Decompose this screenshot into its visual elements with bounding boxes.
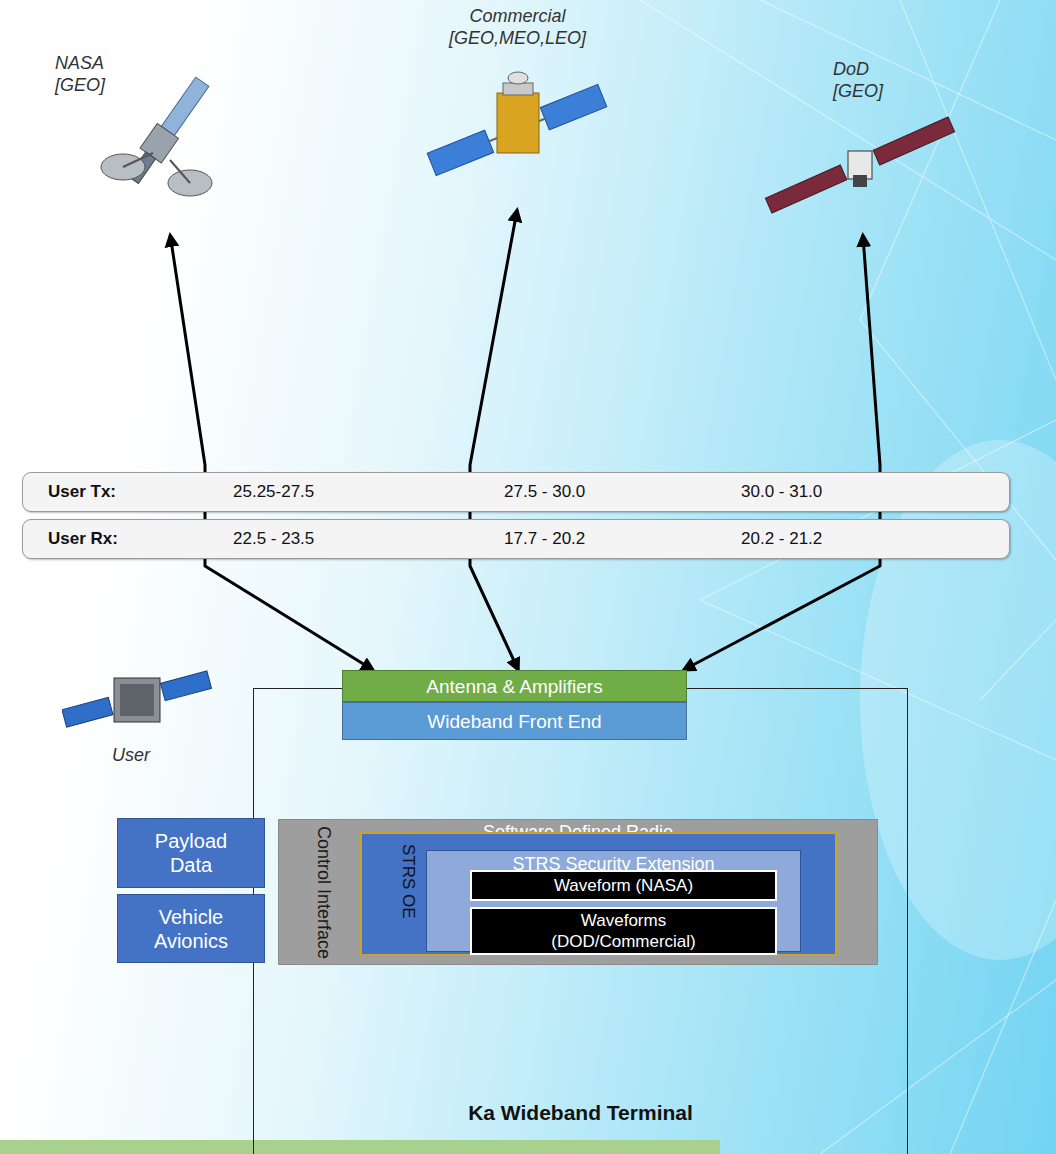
footer-bar [0,1140,720,1154]
node-text: Waveforms (DOD/Commercial) [524,910,724,952]
link-arrow [470,210,518,670]
nasa-satellite-illustration [95,75,235,200]
satellite-node: NASA [GEO] [55,50,235,235]
node-text: Commercial [GEO,MEO,LEO] [430,5,605,49]
part-label: User [112,745,150,766]
user-satellite-illustration [62,660,212,740]
node-text: 22.5 - 23.5 [233,529,314,549]
node-text: 17.7 - 20.2 [504,529,585,549]
node-text: 27.5 - 30.0 [504,482,585,502]
link-arrow [170,235,373,670]
node-text: Antenna & Amplifiers [426,675,602,698]
terminal-housing: Ka Wideband TerminalAntenna & Amplifiers… [253,688,908,1154]
waveform-box: Waveform (NASA) [470,870,777,901]
antenna-box: Antenna & Amplifiers [342,670,687,702]
frequency-band: User Tx: 25.25-27.5 27.5 - 30.0 30.0 - 31.0 [22,472,1010,512]
node-text: Payload Data [131,829,251,877]
node-text: STRS OE [398,844,418,919]
satellite-node: Commercial [GEO,MEO,LEO] [410,5,625,210]
node-text: Wideband Front End [427,710,601,733]
waveform-box: Waveforms (DOD/Commercial) [470,907,777,955]
node-text: 20.2 - 21.2 [741,529,822,549]
sdr-box: Software Defined RadioControl InterfaceS… [278,819,878,965]
node-text: 25.25-27.5 [233,482,314,502]
security-extension-box: STRS Security ExtensionWaveform (NASA)Wa… [426,850,801,952]
strs-oe-box: STRS OE STRS Security ExtensionWaveform (… [360,832,837,956]
frequency-band: User Rx: 22.5 - 23.5 17.7 - 20.2 20.2 - 21.… [22,519,1010,559]
node-text: User Rx: [48,529,118,549]
satellite-node: DoD [GEO] [755,55,965,235]
link-arrow [684,235,881,670]
dod-satellite-illustration [760,115,960,215]
avionics-box: Vehicle Avionics [117,894,265,963]
node-text: NASA [GEO] [55,52,117,96]
node-text: User Tx: [48,482,116,502]
front-end-box: Wideband Front End [342,702,687,740]
node-text: 30.0 - 31.0 [741,482,822,502]
node-text: Ka Wideband Terminal [254,1101,907,1125]
node-text: Control Interface [313,826,334,959]
payload-box: Payload Data [117,818,265,888]
commercial-satellite-illustration [425,58,610,203]
node-text: Waveform (NASA) [554,875,693,896]
node-text: DoD [GEO] [833,58,893,102]
node-text: Vehicle Avionics [131,905,251,953]
